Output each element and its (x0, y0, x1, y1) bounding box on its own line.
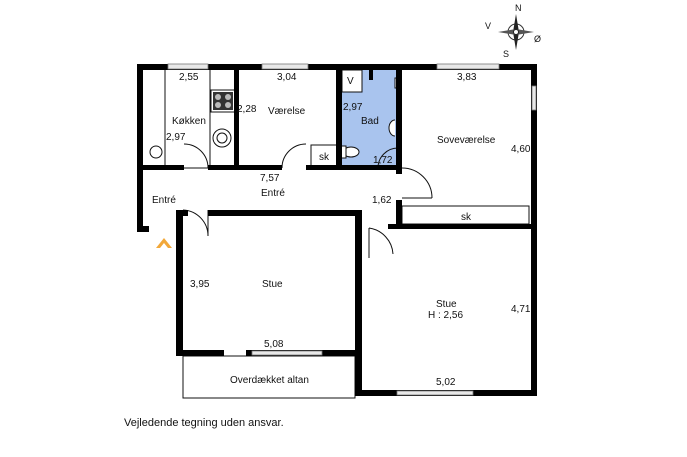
bedroom-small-depth: 2,28 (237, 104, 257, 115)
disclaimer-text: Vejledende tegning uden ansvar. (124, 417, 284, 429)
entry-width: 7,57 (260, 173, 280, 184)
entry-depth: 1,62 (372, 195, 392, 206)
bedroom-large-sk-label: sk (461, 212, 472, 223)
living-right-name: Stue (436, 299, 457, 310)
balcony-name: Overdækket altan (230, 375, 309, 386)
living-left-width: 5,08 (264, 339, 284, 350)
living-right-width: 5,02 (436, 377, 456, 388)
entrance-arrow-icon (156, 238, 172, 248)
living-right-depth: 4,71 (511, 304, 531, 315)
bath-depth: 1,72 (373, 155, 393, 166)
drain-icon (149, 145, 163, 159)
kitchen-depth: 2,97 (166, 132, 186, 143)
living-right-height: H : 2,56 (428, 310, 463, 321)
bath-sk-label: sk (319, 152, 330, 163)
bedroom-large-depth: 4,60 (511, 144, 531, 155)
compass-s: S (503, 49, 509, 59)
bedroom-large-name: Soveværelse (437, 135, 496, 146)
windows (167, 63, 537, 396)
bath-width: 2,97 (343, 102, 363, 113)
living-left-name: Stue (262, 279, 283, 290)
walls (137, 64, 537, 396)
compass-n: N (515, 3, 522, 13)
sink-icon (388, 119, 396, 137)
bedroom-small-name: Værelse (268, 106, 306, 117)
entry-name: Entré (152, 195, 176, 206)
bath-v-label: V (347, 76, 354, 87)
bath-name: Bad (361, 116, 379, 127)
compass-o: Ø (534, 34, 541, 44)
compass-v: V (485, 21, 491, 31)
compass-rose-icon: N V Ø S (485, 3, 541, 59)
bedroom-large-width: 3,83 (457, 72, 477, 83)
kitchen-width: 2,55 (179, 72, 199, 83)
kitchen-name: Køkken (172, 116, 206, 127)
fan-icon (212, 128, 232, 148)
door-swing (368, 227, 394, 255)
living-left-depth: 3,95 (190, 279, 210, 290)
bedroom-small-width: 3,04 (277, 72, 297, 83)
entry-name-right: Entré (261, 188, 285, 199)
